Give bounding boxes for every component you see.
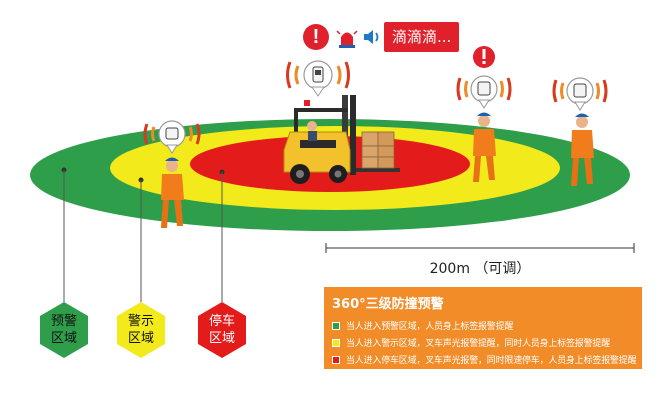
legend-item-stop: 当人进入停车区域，叉车声光报警，同时限速停车，人员身上标签报警提醒 — [332, 351, 637, 368]
worker-tag-right — [552, 77, 608, 111]
dimension-line — [325, 243, 635, 253]
warning-zone-label-line2: 区域 — [50, 331, 77, 346]
warning-icon: ! — [303, 24, 329, 50]
alert-zone-badge: 警示 区域 — [117, 302, 165, 358]
legend-item-text: 当人进入警示区域，叉车声光报警提醒，同时人员身上标签报警提醒 — [346, 339, 611, 349]
stop-zone-label-line1: 停车 — [208, 314, 235, 329]
alarm-indicator: ! 滴滴滴... — [303, 22, 463, 52]
beacon-icon — [336, 25, 358, 49]
worker-left — [161, 157, 184, 228]
alert-zone-label-line2: 区域 — [127, 331, 154, 346]
speaker-icon — [362, 27, 382, 47]
worker-center-right — [473, 112, 496, 182]
alarm-sound-text: 滴滴滴... — [384, 22, 460, 52]
alert-zone-label-line1: 警示 — [127, 314, 154, 329]
worker-right — [571, 113, 594, 186]
legend-box: 360°三级防撞预警 当人进入预警区域，人员身上标签报警提醒 当人进入警示区域，… — [324, 287, 642, 369]
legend-item-text: 当人进入预警区域，人员身上标签报警提醒 — [346, 322, 514, 332]
legend-swatch-yellow — [332, 338, 340, 347]
forklift-tag — [286, 60, 350, 97]
legend-title: 360°三级防撞预警 — [332, 297, 444, 312]
stop-zone-label-line2: 区域 — [208, 331, 235, 346]
legend-swatch-red — [332, 355, 340, 364]
zone-leader-lines — [61, 167, 225, 302]
forklift — [283, 95, 400, 184]
legend-item-alert: 当人进入警示区域，叉车声光报警提醒，同时人员身上标签报警提醒 — [332, 334, 634, 351]
legend-item-text: 当人进入停车区域，叉车声光报警，同时限速停车，人员身上标签报警提醒 — [346, 356, 637, 366]
stop-zone-badge: 停车 区域 — [198, 302, 246, 358]
legend-swatch-green — [332, 321, 340, 330]
worker-warning-icon — [473, 46, 495, 68]
legend-item-warning: 当人进入预警区域，人员身上标签报警提醒 — [332, 317, 634, 334]
range-label: 200m （可调） — [420, 258, 540, 278]
worker-tag-center-right — [456, 75, 512, 109]
warning-zone-badge: 预警 区域 — [40, 302, 88, 358]
worker-tag-left — [143, 120, 201, 154]
warning-zone-label-line1: 预警 — [50, 314, 77, 329]
